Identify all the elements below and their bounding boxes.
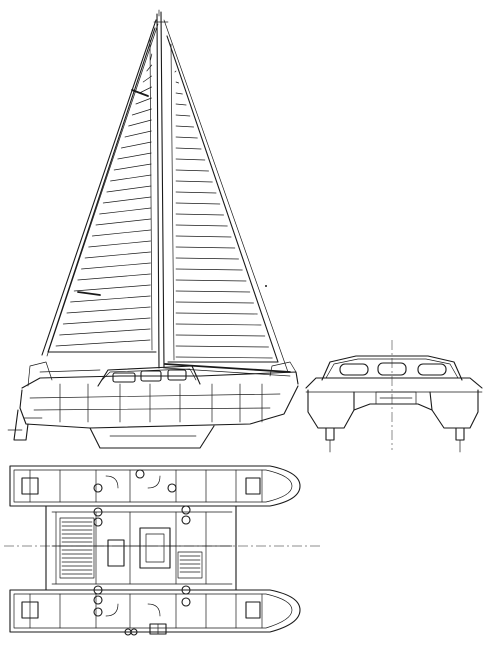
drawing-line xyxy=(146,64,153,72)
backstay xyxy=(163,19,289,373)
drawing-line xyxy=(175,136,198,139)
drawing-line xyxy=(81,262,151,270)
drawing-line xyxy=(113,163,152,171)
drawing-line xyxy=(131,108,152,116)
drawing-line xyxy=(150,53,153,61)
drawing-line xyxy=(174,70,177,73)
drawing-line xyxy=(106,185,152,193)
drawing-line xyxy=(55,339,151,347)
drawing-line xyxy=(175,246,236,249)
drawing-line xyxy=(139,86,152,94)
mast xyxy=(153,9,169,369)
drawing-line xyxy=(142,75,153,83)
drawing-line xyxy=(128,119,152,127)
drawing-line xyxy=(91,229,152,237)
drawing-line xyxy=(175,356,273,359)
drawing-line xyxy=(175,202,221,205)
drawing-line xyxy=(175,334,266,337)
headsail xyxy=(47,27,157,353)
drawing-line xyxy=(175,103,187,106)
mainsail xyxy=(164,35,291,377)
drawing-line xyxy=(77,273,151,281)
accommodation-plan-view xyxy=(4,465,320,636)
sail-plan-view xyxy=(7,9,299,449)
speck-mark xyxy=(265,285,267,287)
drawing-line xyxy=(175,81,180,84)
drawing-line xyxy=(66,306,151,314)
drawing-line xyxy=(175,169,209,172)
drawing-line xyxy=(175,301,254,304)
drawing-line xyxy=(62,317,151,325)
drawing-line xyxy=(117,152,152,160)
drawing-line xyxy=(95,218,152,226)
drawing-line xyxy=(175,92,183,95)
drawing-line xyxy=(175,257,239,260)
drawing-line xyxy=(175,279,247,282)
drawing-line xyxy=(135,97,152,105)
hull-profile xyxy=(7,361,299,449)
drawing-line xyxy=(175,345,269,348)
drawing-line xyxy=(175,158,206,161)
drawing-line xyxy=(175,147,202,150)
drawing-line xyxy=(175,268,243,271)
drawing-line xyxy=(175,224,228,227)
drawing-line xyxy=(84,251,151,259)
drawing-line xyxy=(175,114,191,117)
drawing-line xyxy=(175,125,194,128)
drawing-line xyxy=(175,180,213,183)
drawing-line xyxy=(175,323,262,326)
drawing-line xyxy=(102,196,152,204)
drawing-line xyxy=(110,174,152,182)
drawing-line xyxy=(124,130,152,138)
drawing-line xyxy=(175,213,224,216)
drawing-line xyxy=(175,312,258,315)
drawing-line xyxy=(88,240,151,248)
end-view xyxy=(305,340,483,453)
drawing-line xyxy=(175,290,251,293)
drawing-line xyxy=(99,207,152,215)
drawing-line xyxy=(175,191,217,194)
drawing-line xyxy=(121,141,152,149)
drawing-line xyxy=(59,328,151,336)
drawing-line xyxy=(175,235,232,238)
drawing-line xyxy=(70,295,151,303)
drawing-line xyxy=(73,284,151,292)
